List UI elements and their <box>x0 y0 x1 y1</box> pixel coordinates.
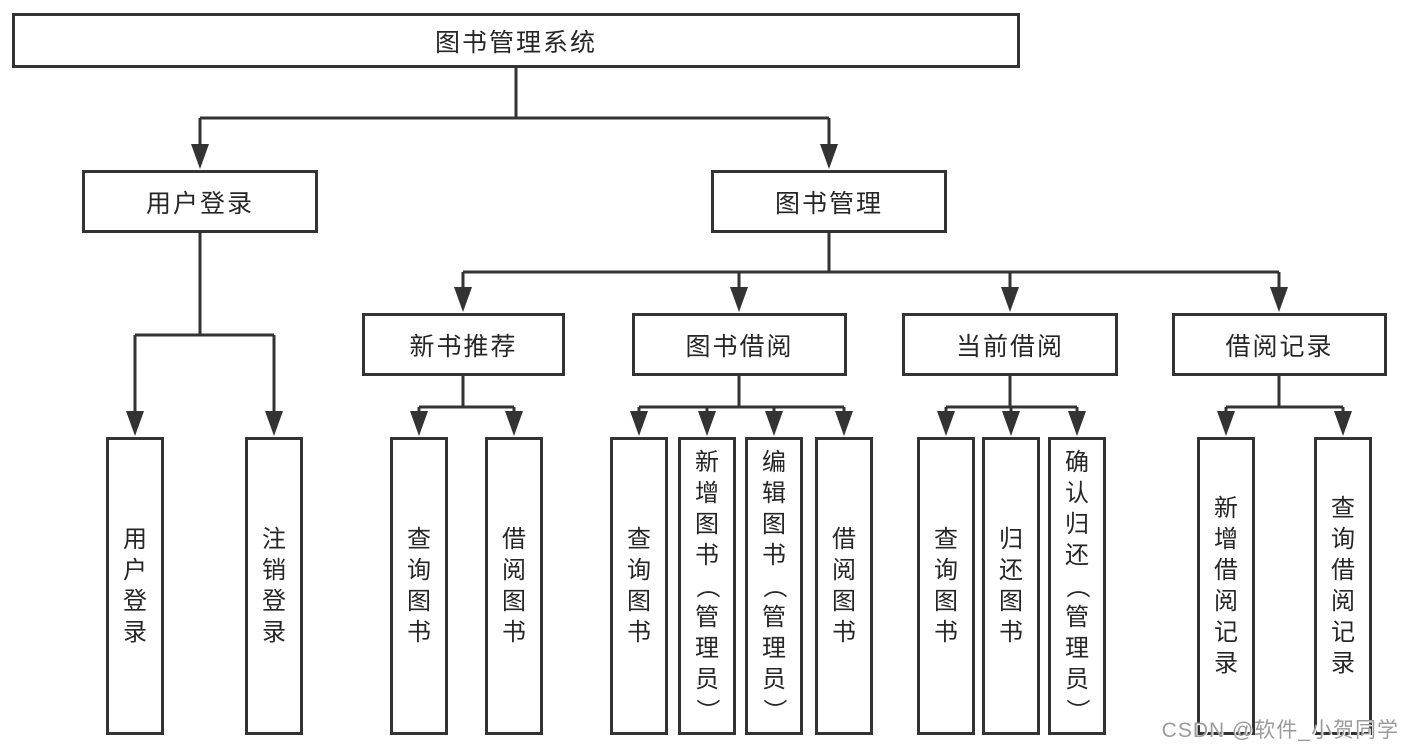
leaf-newbooks-borrow-label: 借阅图书 <box>502 526 526 646</box>
node-root: 图书管理系统 <box>12 13 1020 68</box>
leaf-current-return: 归还图书 <box>982 437 1040 735</box>
node-book-borrow-label: 图书借阅 <box>685 332 794 361</box>
csdn-watermark: CSDN @软件_小贺同学 <box>1161 719 1399 742</box>
node-borrow-records-label: 借阅记录 <box>1225 332 1334 361</box>
node-user-login: 用户登录 <box>82 170 318 233</box>
node-book-management: 图书管理 <box>711 170 947 233</box>
leaf-newbooks-query-label: 查询图书 <box>407 526 431 646</box>
connector-records-fan <box>1224 376 1345 418</box>
node-new-book-recommend: 新书推荐 <box>362 313 565 376</box>
node-book-management-label: 图书管理 <box>774 189 883 218</box>
node-book-borrow: 图书借阅 <box>632 313 847 376</box>
leaf-borrow-borrow: 借阅图书 <box>815 437 873 735</box>
connector-borrow-fan <box>637 376 846 418</box>
node-root-label: 图书管理系统 <box>434 28 597 57</box>
leaf-current-return-label: 归还图书 <box>999 526 1023 646</box>
leaf-records-query: 查询借阅记录 <box>1314 437 1372 735</box>
node-current-borrow-label: 当前借阅 <box>955 332 1064 361</box>
node-user-login-label: 用户登录 <box>145 189 254 218</box>
leaf-logout: 注销登录 <box>245 437 303 735</box>
leaf-records-query-label: 查询借阅记录 <box>1331 495 1355 677</box>
connector-newbooks-fan <box>417 376 516 418</box>
leaf-borrow-add-admin-label: 新增图书（管理员） <box>693 448 721 723</box>
leaf-borrow-query: 查询图书 <box>610 437 668 735</box>
leaf-current-query-label: 查询图书 <box>934 526 958 646</box>
leaf-borrow-add-admin: 新增图书（管理员） <box>678 437 736 735</box>
leaf-borrow-query-label: 查询图书 <box>627 526 651 646</box>
leaf-current-confirm-admin-label: 确认归还（管理员） <box>1063 448 1091 723</box>
leaf-newbooks-query: 查询图书 <box>390 437 448 735</box>
node-borrow-records: 借阅记录 <box>1172 313 1387 376</box>
leaf-borrow-edit-admin: 编辑图书（管理员） <box>745 437 803 735</box>
leaf-current-query: 查询图书 <box>917 437 975 735</box>
leaf-records-add-label: 新增借阅记录 <box>1214 495 1238 677</box>
leaf-user-login-label: 用户登录 <box>123 526 147 646</box>
connector-userlogin-to-leaves <box>133 233 276 418</box>
leaf-newbooks-borrow: 借阅图书 <box>485 437 543 735</box>
arrowheads <box>126 144 1352 436</box>
leaf-records-add: 新增借阅记录 <box>1197 437 1255 735</box>
node-new-book-recommend-label: 新书推荐 <box>409 332 518 361</box>
leaf-current-confirm-admin: 确认归还（管理员） <box>1048 437 1106 735</box>
connector-root-to-level2 <box>198 68 831 150</box>
leaf-borrow-borrow-label: 借阅图书 <box>832 526 856 646</box>
leaf-logout-label: 注销登录 <box>262 526 286 646</box>
node-current-borrow: 当前借阅 <box>902 313 1118 376</box>
leaf-user-login: 用户登录 <box>106 437 164 735</box>
leaf-borrow-edit-admin-label: 编辑图书（管理员） <box>760 448 788 723</box>
connector-bookmgmt-to-level3 <box>461 233 1281 294</box>
